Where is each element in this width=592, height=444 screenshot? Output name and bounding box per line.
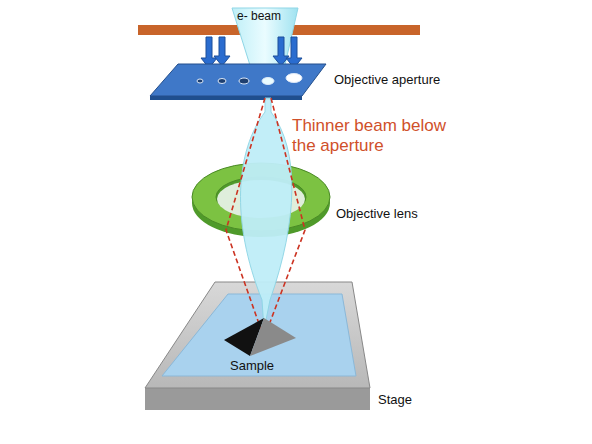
pyramid-light [250, 318, 296, 356]
part-label: Objective lens [336, 206, 418, 222]
callout-note: Thinner beam below the aperture [292, 116, 457, 157]
stage-edge [145, 388, 370, 410]
part-label: Objective aperture [334, 72, 440, 88]
aperture-holes [197, 74, 302, 85]
stage [145, 282, 370, 388]
aperture-plate [150, 64, 326, 96]
part-label: Stage [378, 392, 412, 408]
focused-beam [241, 98, 292, 330]
aperture-edge [150, 96, 302, 100]
beam-label: e- beam [237, 9, 281, 23]
part-label: Sample [230, 358, 274, 374]
sample-plate [162, 294, 356, 376]
electron-arrows [201, 37, 302, 68]
